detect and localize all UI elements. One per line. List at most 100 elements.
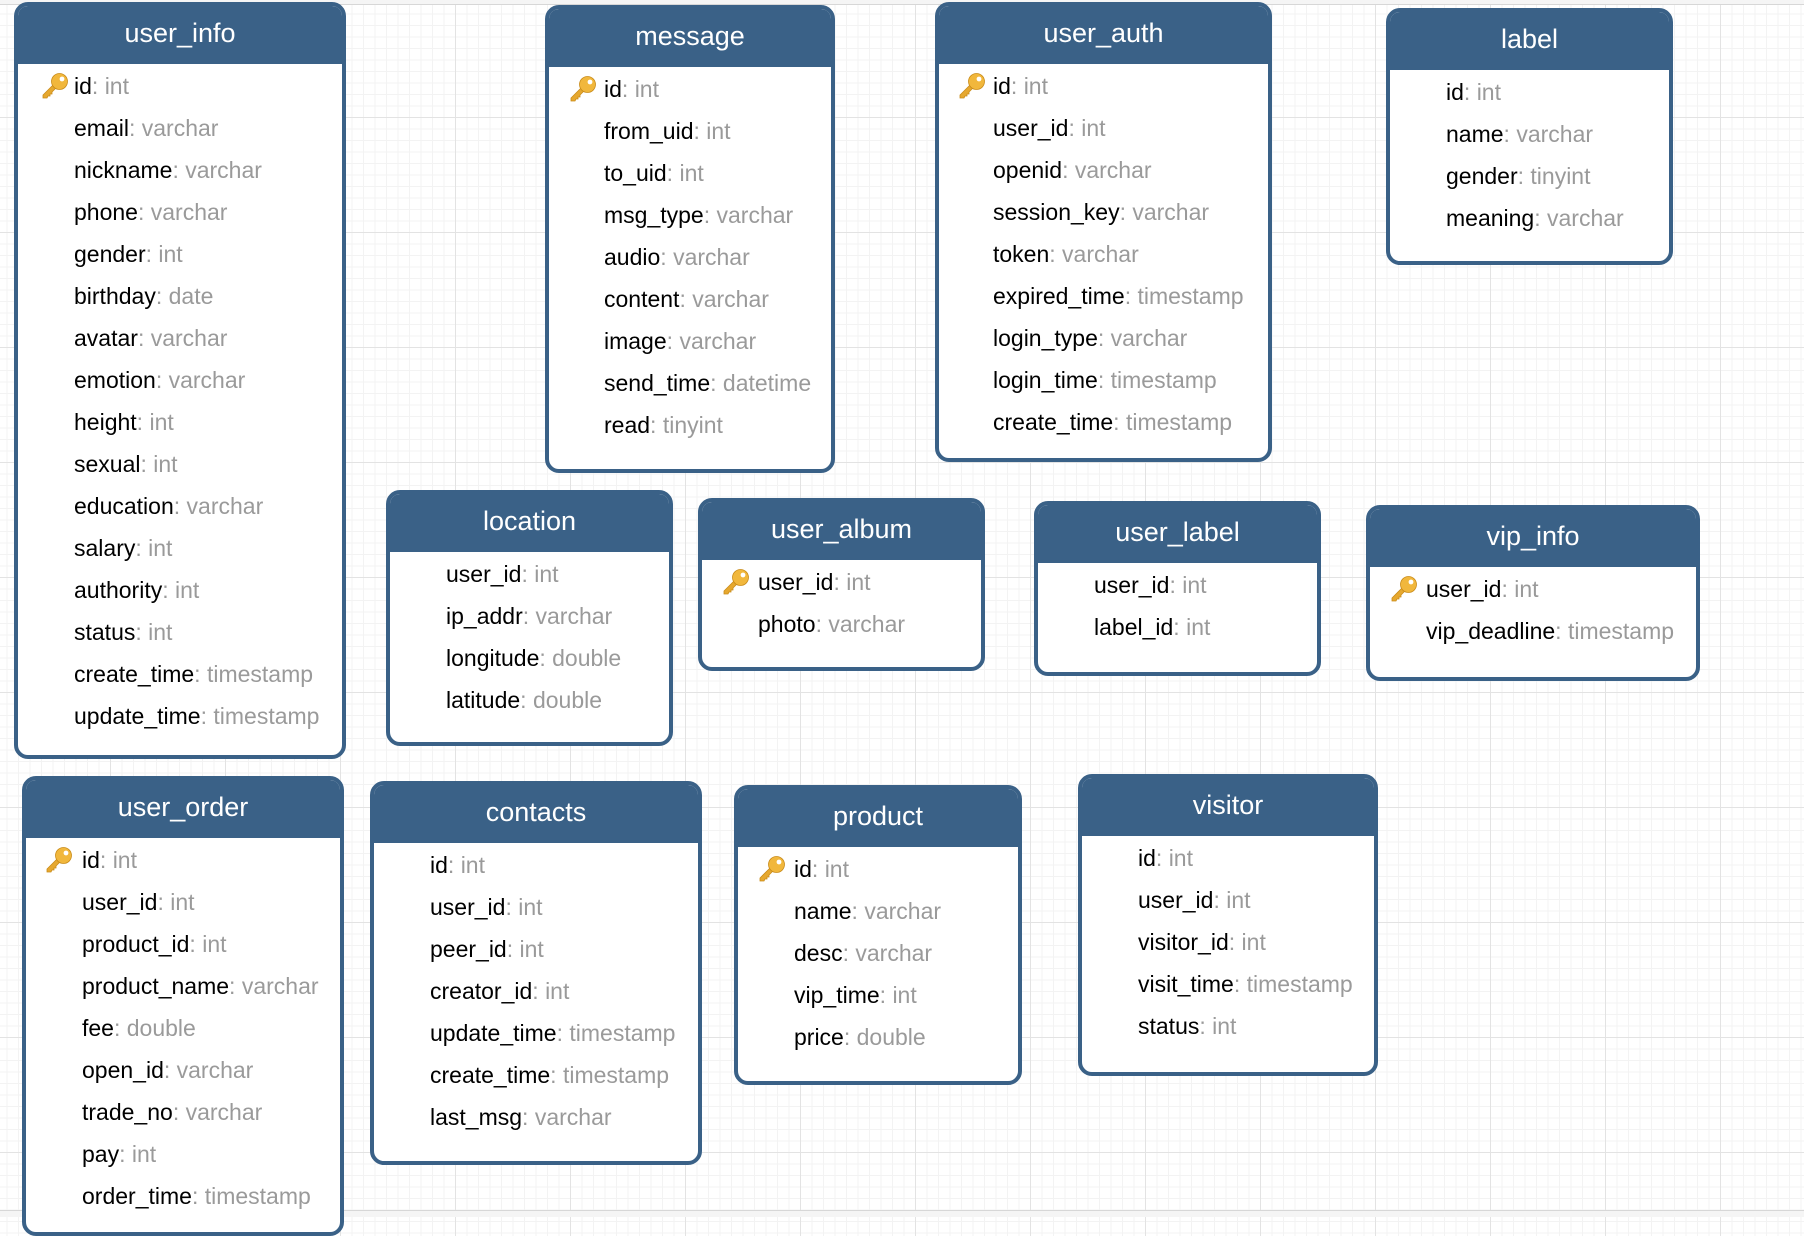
field-row[interactable]: user_id: int [702,561,981,603]
field-separator: : [1228,929,1242,955]
field-row[interactable]: to_uid: int [549,152,831,194]
field-name: user_id [1094,572,1170,598]
field-row[interactable]: audio: varchar [549,236,831,278]
field-row[interactable]: longitude: double [390,637,669,679]
field-row[interactable]: vip_time: int [738,974,1018,1016]
field-row[interactable]: nickname: varchar [18,149,342,191]
field-row[interactable]: salary: int [18,527,342,569]
field-row[interactable]: id: int [18,65,342,107]
field-row[interactable]: emotion: varchar [18,359,342,401]
field-row[interactable]: user_id: int [390,553,669,595]
field-row[interactable]: gender: tinyint [1390,155,1669,197]
field-row[interactable]: id: int [1082,837,1374,879]
field-row[interactable]: login_type: varchar [939,317,1268,359]
field-separator: : [1213,887,1227,913]
field-row[interactable]: trade_no: varchar [26,1091,340,1133]
field-row[interactable]: peer_id: int [374,928,698,970]
field-row[interactable]: user_id: int [1082,879,1374,921]
field-row[interactable]: name: varchar [738,890,1018,932]
field-row[interactable]: user_id: int [26,881,340,923]
field-row[interactable]: id: int [939,65,1268,107]
key-icon [759,856,785,882]
field-type: double [552,645,622,671]
field-row[interactable]: update_time: timestamp [18,695,342,737]
field-row[interactable]: status: int [18,611,342,653]
field-row[interactable]: avatar: varchar [18,317,342,359]
field-row[interactable]: height: int [18,401,342,443]
field-row[interactable]: create_time: timestamp [374,1054,698,1096]
field-row[interactable]: update_time: timestamp [374,1012,698,1054]
field-row[interactable]: openid: varchar [939,149,1268,191]
field-row[interactable]: product_id: int [26,923,340,965]
field-row[interactable]: fee: double [26,1007,340,1049]
field-row[interactable]: user_id: int [374,886,698,928]
field-type: varchar [1132,199,1210,225]
field-row[interactable]: user_id: int [1370,568,1696,610]
field-row[interactable]: image: varchar [549,320,831,362]
field-row[interactable]: id: int [26,839,340,881]
field-row[interactable]: email: varchar [18,107,342,149]
field-row[interactable]: creator_id: int [374,970,698,1012]
field-row[interactable]: login_time: timestamp [939,359,1268,401]
field-row[interactable]: from_uid: int [549,110,831,152]
field-name: read [604,412,651,438]
field-row[interactable]: pay: int [26,1133,340,1175]
field-row[interactable]: name: varchar [1390,113,1669,155]
field-row[interactable]: desc: varchar [738,932,1018,974]
field-type: int [545,978,570,1004]
field-separator: : [163,1057,177,1083]
field-row[interactable]: vip_deadline: timestamp [1370,610,1696,652]
field-row[interactable]: id: int [1390,71,1669,113]
field-row[interactable]: price: double [738,1016,1018,1058]
field-separator: : [833,569,847,595]
field-row[interactable]: visit_time: timestamp [1082,963,1374,1005]
field-name: label_id [1094,614,1174,640]
field-row[interactable]: status: int [1082,1005,1374,1047]
field-row[interactable]: latitude: double [390,679,669,721]
field-row[interactable]: create_time: timestamp [18,653,342,695]
field-name: price [794,1024,844,1050]
field-row[interactable]: session_key: varchar [939,191,1268,233]
field-row[interactable]: education: varchar [18,485,342,527]
field-separator: : [843,1024,857,1050]
field-row[interactable]: id: int [549,68,831,110]
field-row[interactable]: meaning: varchar [1390,197,1669,239]
field-row[interactable]: last_msg: varchar [374,1096,698,1138]
field-row[interactable]: user_id: int [939,107,1268,149]
field-row[interactable]: token: varchar [939,233,1268,275]
field-row[interactable]: open_id: varchar [26,1049,340,1091]
field-row[interactable]: expired_time: timestamp [939,275,1268,317]
field-row[interactable]: label_id: int [1038,606,1317,648]
field-row[interactable]: create_time: timestamp [939,401,1268,443]
field-row[interactable]: send_time: datetime [549,362,831,404]
field-row[interactable]: id: int [738,848,1018,890]
field-row[interactable]: msg_type: varchar [549,194,831,236]
field-row[interactable]: phone: varchar [18,191,342,233]
field-row[interactable]: gender: int [18,233,342,275]
field-row[interactable]: user_id: int [1038,564,1317,606]
field-row[interactable]: authority: int [18,569,342,611]
field-row[interactable]: product_name: varchar [26,965,340,1007]
field-row[interactable]: id: int [374,844,698,886]
field-row[interactable]: read: tinyint [549,404,831,446]
field-row[interactable]: sexual: int [18,443,342,485]
field-row[interactable]: order_time: timestamp [26,1175,340,1217]
field-row[interactable]: visitor_id: int [1082,921,1374,963]
field-row[interactable]: photo: varchar [702,603,981,645]
field-row[interactable]: ip_addr: varchar [390,595,669,637]
field-row[interactable]: content: varchar [549,278,831,320]
field-separator: : [505,894,519,920]
field-row[interactable]: birthday: date [18,275,342,317]
